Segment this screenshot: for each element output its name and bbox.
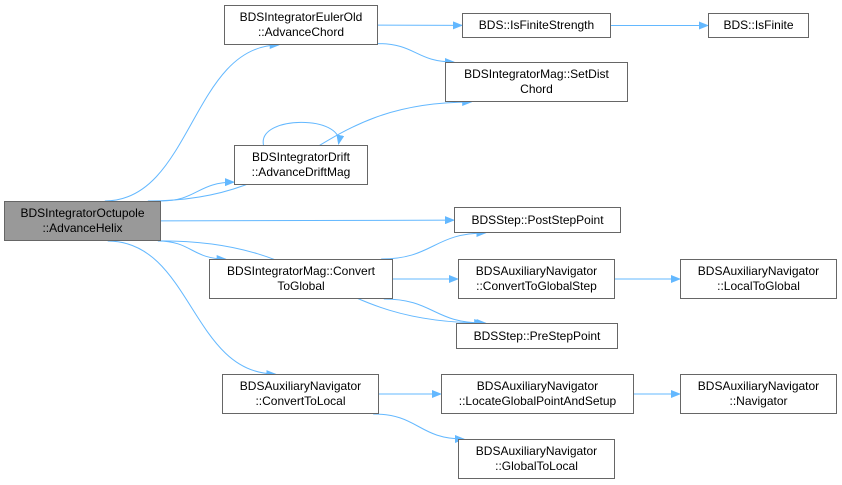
- edge-convglobal-to-pre: [383, 298, 485, 327]
- node-aux-converttolocal[interactable]: BDSAuxiliaryNavigator ::ConvertToLocal: [222, 374, 379, 414]
- node-line: Chord: [520, 82, 553, 96]
- node-line: BDS::IsFinite: [723, 18, 794, 32]
- node-line: BDSStep::PostStepPoint: [471, 212, 604, 227]
- node-line: ToGlobal: [277, 279, 325, 293]
- node-line: BDSAuxiliaryNavigator: [697, 379, 820, 393]
- edge-root-to-auxconvlocal: [107, 240, 277, 378]
- node-line: BDSIntegratorEulerOld: [239, 10, 363, 24]
- node-line: BDSIntegratorMag::Convert: [226, 264, 376, 278]
- node-line: BDSAuxiliaryNavigator: [697, 264, 820, 278]
- edge-drift-to-drift: [262, 121, 345, 146]
- node-line: BDSIntegratorOctupole: [20, 206, 145, 220]
- node-line: ::AdvanceChord: [257, 25, 345, 39]
- node-drift-advancedriftmag[interactable]: BDSIntegratorDrift ::AdvanceDriftMag: [234, 145, 368, 185]
- node-line: ::AdvanceDriftMag: [251, 165, 351, 179]
- node-line: ::GlobalToLocal: [495, 459, 578, 473]
- node-mag-setdistchord[interactable]: BDSIntegratorMag::SetDist Chord: [445, 62, 628, 102]
- node-eulerold-advancechord[interactable]: BDSIntegratorEulerOld ::AdvanceChord: [224, 5, 378, 45]
- node-line: BDSStep::PreStepPoint: [473, 328, 601, 343]
- node-poststeppoint[interactable]: BDSStep::PostStepPoint: [454, 207, 621, 233]
- node-line: BDSAuxiliaryNavigator: [475, 444, 598, 458]
- node-isfinitestrength[interactable]: BDS::IsFiniteStrength: [462, 13, 611, 38]
- node-line: BDSIntegratorMag::SetDist: [464, 67, 609, 81]
- node-aux-globaltolocal[interactable]: BDSAuxiliaryNavigator ::GlobalToLocal: [458, 439, 615, 479]
- edge-root-to-euler: [104, 41, 280, 202]
- node-line: ::Navigator: [729, 394, 788, 408]
- node-octupole-advancehelix[interactable]: BDSIntegratorOctupole ::AdvanceHelix: [4, 201, 161, 241]
- node-line: BDSIntegratorDrift: [251, 150, 351, 164]
- node-line: BDS::IsFiniteStrength: [478, 18, 595, 32]
- node-line: ::LocateGlobalPointAndSetup: [458, 394, 617, 408]
- node-line: ::ConvertToGlobalStep: [476, 279, 597, 293]
- node-mag-converttoglobal[interactable]: BDSIntegratorMag::Convert ToGlobal: [209, 259, 393, 299]
- node-line: BDSAuxiliaryNavigator: [239, 379, 362, 393]
- node-aux-locateglobalpointandsetup[interactable]: BDSAuxiliaryNavigator ::LocateGlobalPoin…: [441, 374, 634, 414]
- node-line: ::AdvanceHelix: [42, 221, 123, 235]
- node-aux-localtoglobal[interactable]: BDSAuxiliaryNavigator ::LocalToGlobal: [680, 259, 837, 299]
- edge-root-to-post: [160, 216, 455, 225]
- node-line: BDSAuxiliaryNavigator: [475, 264, 598, 278]
- node-isfinite[interactable]: BDS::IsFinite: [708, 13, 809, 38]
- edge-euler-to-setdist: [377, 43, 455, 66]
- node-line: ::LocalToGlobal: [717, 279, 800, 293]
- node-line: BDSAuxiliaryNavigator: [476, 379, 599, 393]
- node-line: ::ConvertToLocal: [255, 394, 346, 408]
- edge-convglobal-to-post: [381, 229, 487, 260]
- node-aux-converttoglobalstep[interactable]: BDSAuxiliaryNavigator ::ConvertToGlobalS…: [458, 259, 615, 299]
- edge-root-to-drift: [160, 178, 235, 202]
- node-aux-navigator[interactable]: BDSAuxiliaryNavigator ::Navigator: [680, 374, 837, 414]
- edge-auxconvlocal-to-auxglobaltolocal: [373, 413, 465, 443]
- edge-root-to-convglobal: [157, 240, 227, 263]
- node-presteppoint[interactable]: BDSStep::PreStepPoint: [456, 323, 618, 349]
